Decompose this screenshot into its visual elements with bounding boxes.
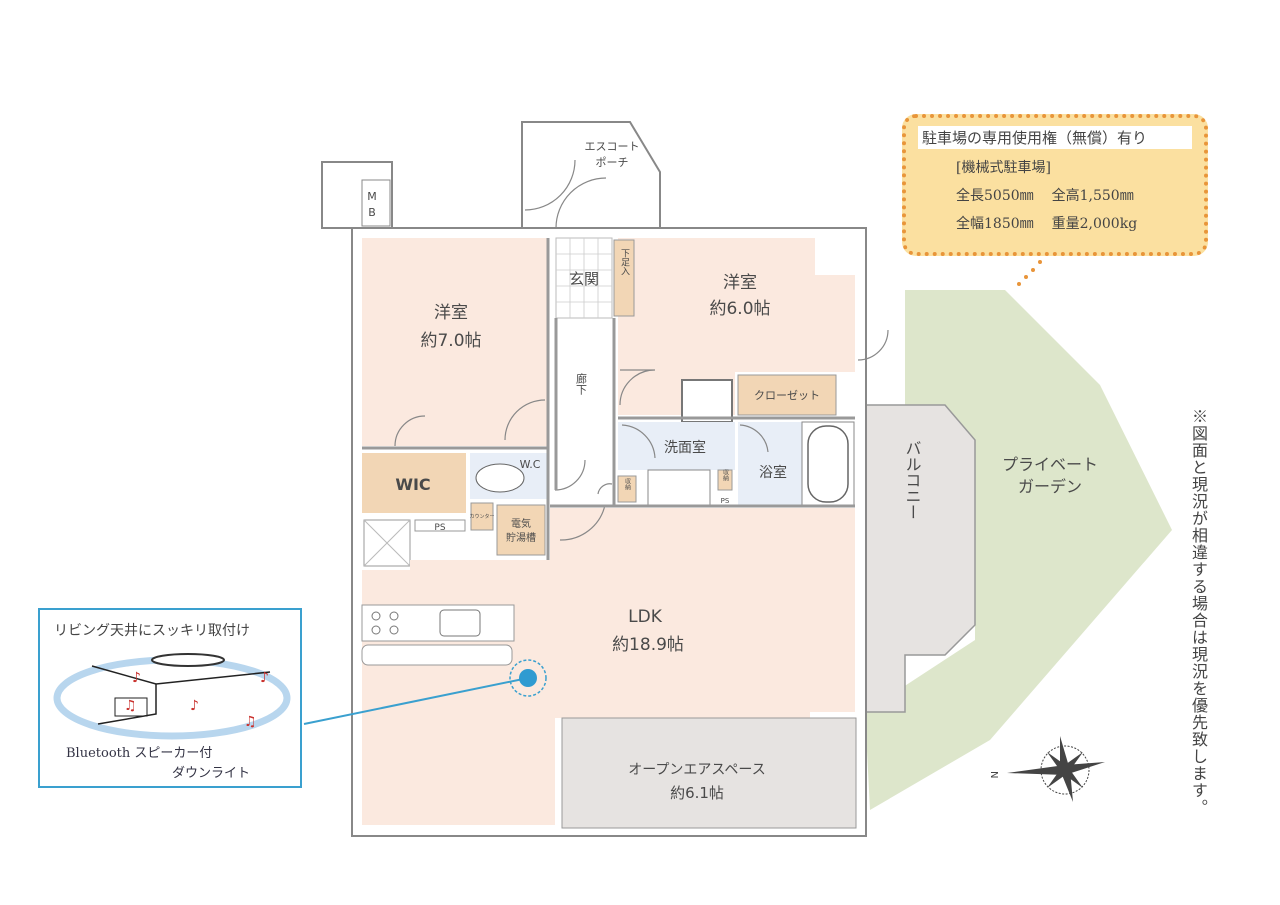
spec-length: 全長5050㎜	[956, 188, 1034, 204]
balcony-label: バルコニー	[903, 440, 922, 520]
callout-caption-1: Bluetooth スピーカー付	[66, 746, 213, 761]
water-heater-label: 電気	[511, 517, 531, 530]
room-label: 洋室	[434, 303, 468, 323]
western-room-2	[618, 238, 855, 415]
water-heater-label: 貯湯槽	[506, 531, 536, 544]
callout-leader	[303, 677, 529, 725]
ps-label: PS	[721, 497, 730, 505]
wc-label: W.C	[520, 458, 541, 471]
room-size: 約6.0帖	[709, 299, 770, 319]
ldk-label: LDK	[628, 607, 663, 627]
spec-height: 全高1,550㎜	[1051, 188, 1134, 204]
parking-title: 駐車場の専用使用権（無償）有り	[918, 126, 1192, 149]
speaker-illustration: ♪ ♫ ♪ ♫ ♪	[53, 653, 291, 740]
compass-north-label: N	[988, 771, 999, 778]
room-label: 洋室	[723, 273, 757, 293]
bathroom-label: 浴室	[759, 464, 787, 481]
callout-caption-2: ダウンライト	[172, 766, 251, 781]
svg-text:♫: ♫	[244, 714, 257, 730]
compass-icon: N	[988, 736, 1105, 802]
spec-width: 全幅1850㎜	[956, 216, 1034, 232]
porch-label: エスコート	[585, 140, 640, 153]
downlight-feature-callout: リビング天井にスッキリ取付け ♪ ♫ ♪ ♫ ♪ Bluetooth スピーカー付 ダウ…	[38, 608, 302, 788]
entrance-label: 玄関	[569, 270, 599, 288]
mb-label: B	[368, 206, 376, 219]
downlight-marker[interactable]	[519, 669, 537, 687]
shoe-storage-label: 下足入	[619, 249, 630, 276]
shoe-storage	[613, 239, 635, 317]
open-air-label: オープンエアスペース	[628, 762, 765, 778]
parking-type: [機械式駐車場]	[956, 160, 1051, 176]
wic-label: WIC	[395, 475, 430, 494]
wic	[362, 453, 466, 513]
counter-label: カウンター	[469, 513, 494, 520]
callout-heading: リビング天井にスッキリ取付け	[54, 623, 250, 639]
bathroom	[738, 422, 802, 506]
garden-label: ガーデン	[1018, 477, 1082, 496]
storage-label: 収納	[722, 469, 729, 482]
toilet-icon	[475, 463, 525, 493]
garden-label: プライベート	[1002, 455, 1098, 474]
closet-label: クローゼット	[754, 389, 820, 402]
open-air-space	[561, 717, 857, 829]
bathtub-icon	[807, 425, 849, 503]
washroom-label: 洗面室	[664, 439, 706, 456]
ldk	[362, 508, 855, 825]
escort-porch	[521, 121, 661, 229]
svg-text:♪: ♪	[190, 698, 199, 714]
disclaimer-note: ※図面と現況が相違する場合は現況を優先致します。	[1189, 408, 1208, 816]
svg-text:♪: ♪	[132, 670, 141, 686]
parking-spec-row: 全幅1850㎜ 重量2,000kg	[956, 213, 1192, 233]
ldk-size: 約18.9帖	[612, 635, 684, 655]
balcony-area	[861, 404, 976, 713]
downlight-marker-ring	[509, 659, 547, 697]
porch-label: ポーチ	[596, 156, 629, 169]
open-air-size: 約6.1帖	[670, 784, 724, 802]
spec-weight: 重量2,000kg	[1051, 216, 1138, 232]
hallway-label: 廊下	[575, 372, 588, 396]
parking-spec-row: 全長5050㎜ 全高1,550㎜	[956, 185, 1192, 205]
callout-tail	[1017, 260, 1042, 286]
stove-icon	[371, 611, 399, 635]
kitchen-counter	[361, 604, 515, 642]
sink-icon	[439, 609, 481, 637]
room-size: 約7.0帖	[420, 331, 481, 351]
ps-label: PS	[434, 523, 445, 533]
storage-label: 収納	[624, 478, 631, 491]
duct	[681, 379, 733, 423]
parking-callout: 駐車場の専用使用権（無償）有り [機械式駐車場] 全長5050㎜ 全高1,550㎜…	[902, 114, 1208, 256]
closet	[737, 374, 837, 416]
svg-text:♪: ♪	[260, 670, 269, 686]
svg-text:♫: ♫	[124, 698, 137, 714]
mb-label: M	[367, 190, 377, 203]
